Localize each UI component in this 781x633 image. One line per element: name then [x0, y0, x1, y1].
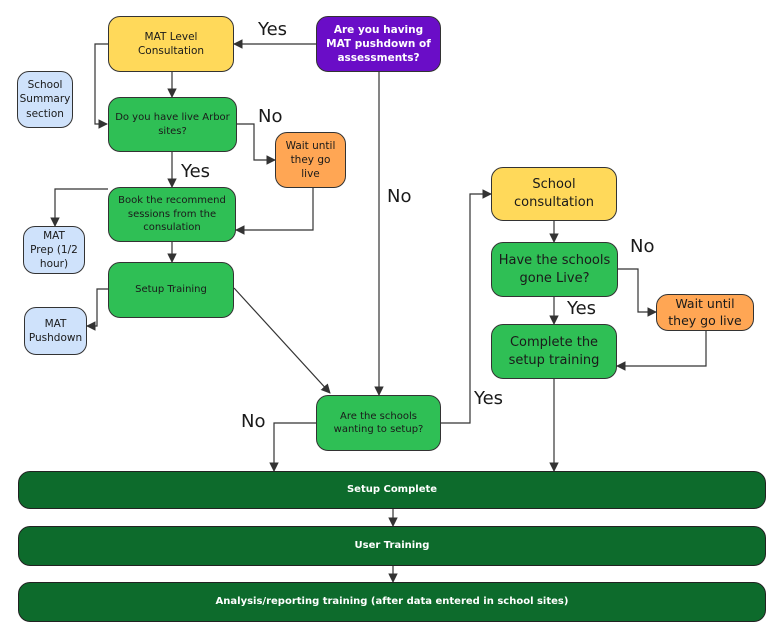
edge-mat-consultation-to-school-summary — [94, 43, 108, 129]
schools-setup-question-node: Are the schools wanting to setup? — [316, 395, 441, 451]
edge-label-no: No — [258, 106, 283, 127]
wait-go-live-node-1: Wait until they go live — [275, 132, 346, 188]
edge-wait-to-complete — [616, 331, 707, 371]
edge-gone-live-to-wait — [618, 268, 657, 317]
user-training-node: User Training — [18, 526, 766, 566]
edge-wait-to-book — [235, 187, 314, 235]
setup-training-node: Setup Training — [108, 262, 234, 318]
edge-schools-setup-no — [269, 422, 316, 472]
live-arbor-question-node: Do you have live Arbor sites? — [108, 97, 237, 152]
edge-label-no: No — [630, 236, 655, 257]
edge-label-yes: Yes — [474, 388, 504, 409]
school-consultation-node: School consultation — [491, 167, 617, 221]
setup-complete-node: Setup Complete — [18, 471, 766, 509]
edge-label-no: No — [241, 411, 266, 432]
schools-gone-live-question-node: Have the schools gone Live? — [491, 242, 618, 297]
edge-label-yes: Yes — [181, 161, 211, 182]
book-sessions-node: Book the recommend sessions from the con… — [108, 187, 236, 242]
analysis-training-node: Analysis/reporting training (after data … — [18, 582, 766, 622]
mat-pushdown-question-node: Are you having MAT pushdown of assessmen… — [316, 16, 441, 72]
edge-setup-training-to-schools-setup — [233, 287, 331, 394]
edge-schools-setup-yes — [441, 189, 492, 424]
edge-label-yes: Yes — [258, 19, 288, 40]
school-summary-node: School Summary section — [17, 71, 73, 128]
edge-label-yes: Yes — [567, 298, 597, 319]
edge-book-to-mat-prep — [50, 188, 108, 227]
edge-live-arbor-to-wait — [237, 123, 276, 165]
mat-prep-node: MAT Prep (1/2 hour) — [23, 226, 85, 274]
edge-setup-training-to-mat-pushdown — [86, 288, 108, 331]
mat-level-consultation-node: MAT Level Consultation — [108, 16, 234, 72]
complete-setup-training-node: Complete the setup training — [491, 324, 617, 379]
edge-label-no: No — [387, 186, 412, 207]
mat-pushdown-node: MAT Pushdown — [24, 307, 87, 355]
wait-go-live-node-2: Wait until they go live — [656, 294, 754, 331]
